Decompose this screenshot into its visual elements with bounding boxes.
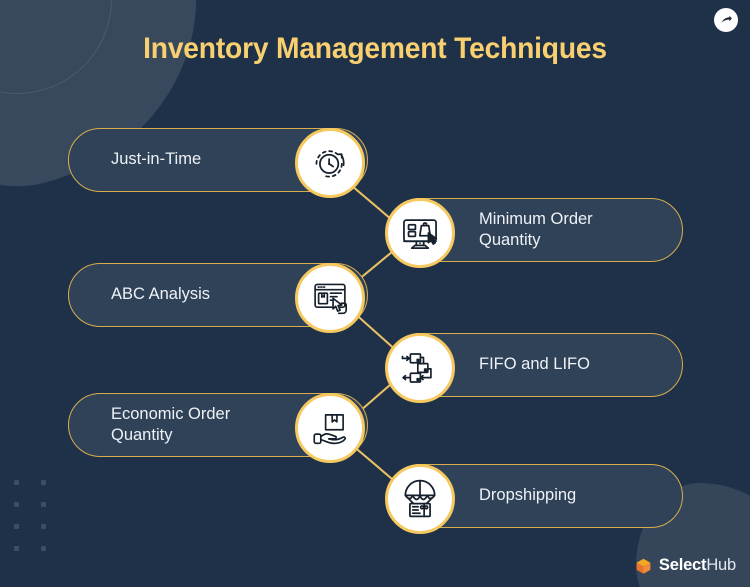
page-title: Inventory Management Techniques (143, 32, 607, 65)
technique-label: ABC Analysis (111, 285, 211, 304)
selecthub-logo: SelectHub (634, 556, 736, 575)
selecthub-cube-icon (636, 558, 651, 574)
boxes-flow-icon (385, 333, 455, 403)
technique-label: FIFO and LIFO (479, 355, 590, 374)
share-icon (721, 15, 732, 23)
parachute-package-icon (385, 464, 455, 534)
hand-holding-box-icon (295, 393, 365, 463)
technique-label: Economic Order Quantity (111, 404, 231, 444)
technique-label: Dropshipping (479, 486, 577, 505)
logo-light-part: Hub (706, 556, 736, 574)
logo-bold-part: Select (658, 556, 707, 574)
monitor-order-icon (385, 198, 455, 268)
clock-time-icon (295, 128, 365, 198)
technique-label: Minimum Order Quantity (479, 209, 593, 249)
technique-label: Just-in-Time (111, 150, 202, 169)
selecthub-wordmark: SelectHub (659, 556, 736, 575)
browser-click-icon (295, 263, 365, 333)
share-button[interactable] (714, 8, 738, 32)
